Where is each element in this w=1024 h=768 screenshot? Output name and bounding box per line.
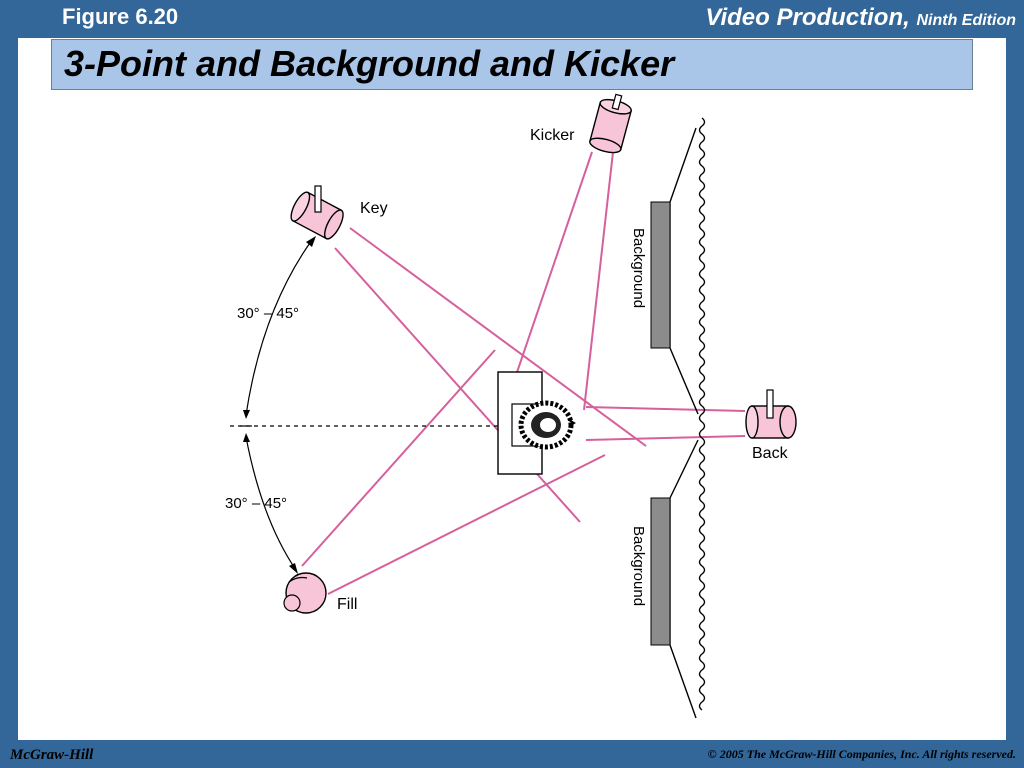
figure-number: Figure 6.20	[62, 4, 179, 29]
arc-arrowheads	[243, 236, 316, 574]
kicker-beam-left	[511, 151, 593, 388]
key-beam-lower	[334, 247, 581, 523]
background-label-upper: Background	[630, 228, 647, 308]
angle-label-lower: 30° – 45°	[225, 495, 287, 512]
background-flat-upper	[650, 201, 671, 349]
upper-angle-arc	[245, 239, 313, 416]
angle-arcs	[240, 239, 313, 571]
kicker-beam-right	[583, 151, 614, 411]
talent-nose	[568, 419, 576, 427]
studio-wall	[669, 117, 706, 719]
back-light-icon	[745, 389, 797, 439]
lower-flat-frame	[669, 439, 699, 719]
arrow-center-down	[243, 433, 250, 442]
book-title-text: Video Production,	[705, 4, 910, 31]
slide-title: 3-Point and Background and Kicker	[64, 43, 675, 84]
talent-position	[497, 371, 576, 475]
upper-flat-frame	[669, 127, 699, 415]
light-beams	[301, 151, 746, 595]
back-beam-lower	[585, 435, 746, 441]
copyright-notice: © 2005 The McGraw-Hill Companies, Inc. A…	[707, 747, 1016, 761]
book-title: Video Production, Ninth Edition	[705, 4, 1016, 32]
back-beam-upper	[585, 406, 746, 412]
angle-label-upper: 30° – 45°	[237, 305, 299, 322]
lower-angle-arc	[245, 436, 297, 571]
back-label: Back	[752, 445, 789, 462]
key-light-icon	[290, 191, 344, 240]
fill-beam-upper	[301, 349, 496, 567]
key-beam-upper	[349, 227, 647, 447]
title-bar: 3-Point and Background and Kicker	[51, 39, 973, 90]
background-flat-lower	[650, 497, 671, 646]
arrow-fill	[289, 563, 298, 574]
key-light-yoke	[314, 185, 322, 213]
talent-face-detail	[540, 418, 556, 432]
background-label-lower: Background	[630, 526, 647, 606]
key-label: Key	[360, 200, 388, 217]
kicker-label: Kicker	[530, 127, 575, 144]
arrow-center-up	[243, 410, 250, 419]
fill-beam-lower	[327, 454, 606, 595]
edition-text: Ninth Edition	[916, 12, 1016, 29]
arrow-key	[306, 236, 316, 247]
publisher-logo-text: McGraw-Hill	[10, 747, 94, 763]
wavy-curtain	[698, 117, 706, 711]
fill-label: Fill	[337, 596, 357, 613]
kicker-light-icon	[589, 93, 633, 154]
fill-light-icon	[283, 572, 327, 614]
